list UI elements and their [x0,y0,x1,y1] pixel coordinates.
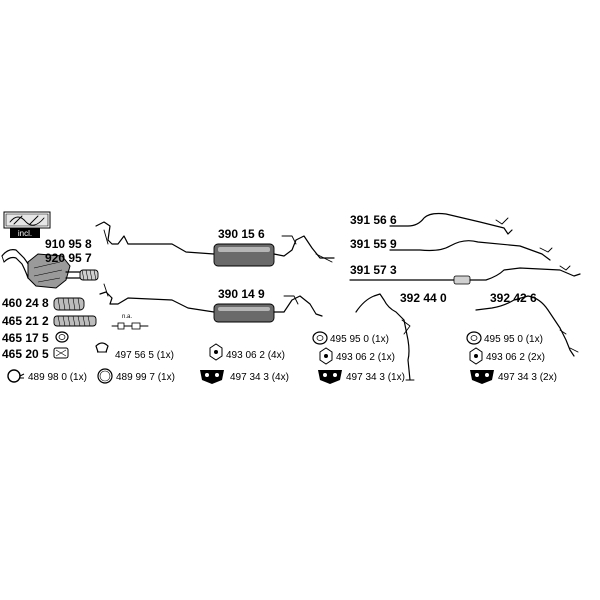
kit-incl-badge: incl. [10,228,40,238]
mounting-ring-icon [469,347,483,365]
rubber-mount-icon [470,370,494,384]
vertical-pipe-number-2: 392 42 6 [490,291,537,305]
accessory-ring-clamp-text: 489 98 0 (1x) [28,372,87,383]
vp2-mounting-ring-text: 493 06 2 (2x) [486,352,545,363]
flat-ring-icon [97,368,113,384]
accessory-rubber-mount-text: 497 34 3 (4x) [230,372,289,383]
accessory-mounting-ring-text: 493 06 2 (4x) [226,350,285,361]
vp1-mounting-ring-text: 493 06 2 (1x) [336,352,395,363]
mounting-ring-icon [209,343,223,361]
accessory-flat-ring-text: 489 99 7 (1x) [116,372,175,383]
gasket-ring-icon [55,331,69,343]
muffler-number-1: 390 15 6 [218,227,265,241]
tail-pipe-2 [389,240,553,261]
vertical-pipe-2 [475,295,579,357]
vp2-hanger-text: 495 95 0 (1x) [484,334,543,345]
catalytic-converter-drawing [1,249,99,289]
gasket-number-1: 465 17 5 [2,331,49,345]
hanger-icon [312,331,328,345]
vertical-pipe-number-1: 392 44 0 [400,291,447,305]
tail-pipe-number-2: 391 55 9 [350,237,397,251]
muffler-assembly-2 [99,283,323,323]
kit-incl-label: incl. [18,229,32,238]
vertical-pipe-1 [355,293,415,381]
cat-converter-number-1: 910 95 8 [45,237,92,251]
vp1-hanger-text: 495 95 0 (1x) [330,334,389,345]
muffler-number-2: 390 14 9 [218,287,265,301]
tail-pipe-number-1: 391 56 6 [350,213,397,227]
mounting-ring-icon [319,347,333,365]
ring-clamp-icon [7,369,25,383]
accessory-clamp-text: 497 56 5 (1x) [115,350,174,361]
tail-pipe-3 [349,265,581,285]
tail-pipe-number-3: 391 57 3 [350,263,397,277]
tail-pipe-1 [389,212,513,235]
gasket-number-2: 465 20 5 [2,347,49,361]
flex-pipe-icon [53,297,85,311]
vp2-rubber-mount-text: 497 34 3 (2x) [498,372,557,383]
flex-pipe-number-1: 460 24 8 [2,296,49,310]
kit-box-icon [3,211,51,229]
clamp-icon [95,342,109,353]
rubber-mount-icon [200,370,224,384]
cat-converter-number-2: 920 95 7 [45,251,92,265]
small-hanger-part [111,322,149,330]
not-available-note: n.a. [122,314,132,320]
gasket-ring-icon [53,347,69,359]
flex-pipe-number-2: 465 21 2 [2,314,49,328]
rubber-mount-icon [318,370,342,384]
vp1-rubber-mount-text: 497 34 3 (1x) [346,372,405,383]
muffler-assembly-1 [95,221,335,267]
hanger-icon [466,331,482,345]
flex-pipe-icon [53,315,97,327]
